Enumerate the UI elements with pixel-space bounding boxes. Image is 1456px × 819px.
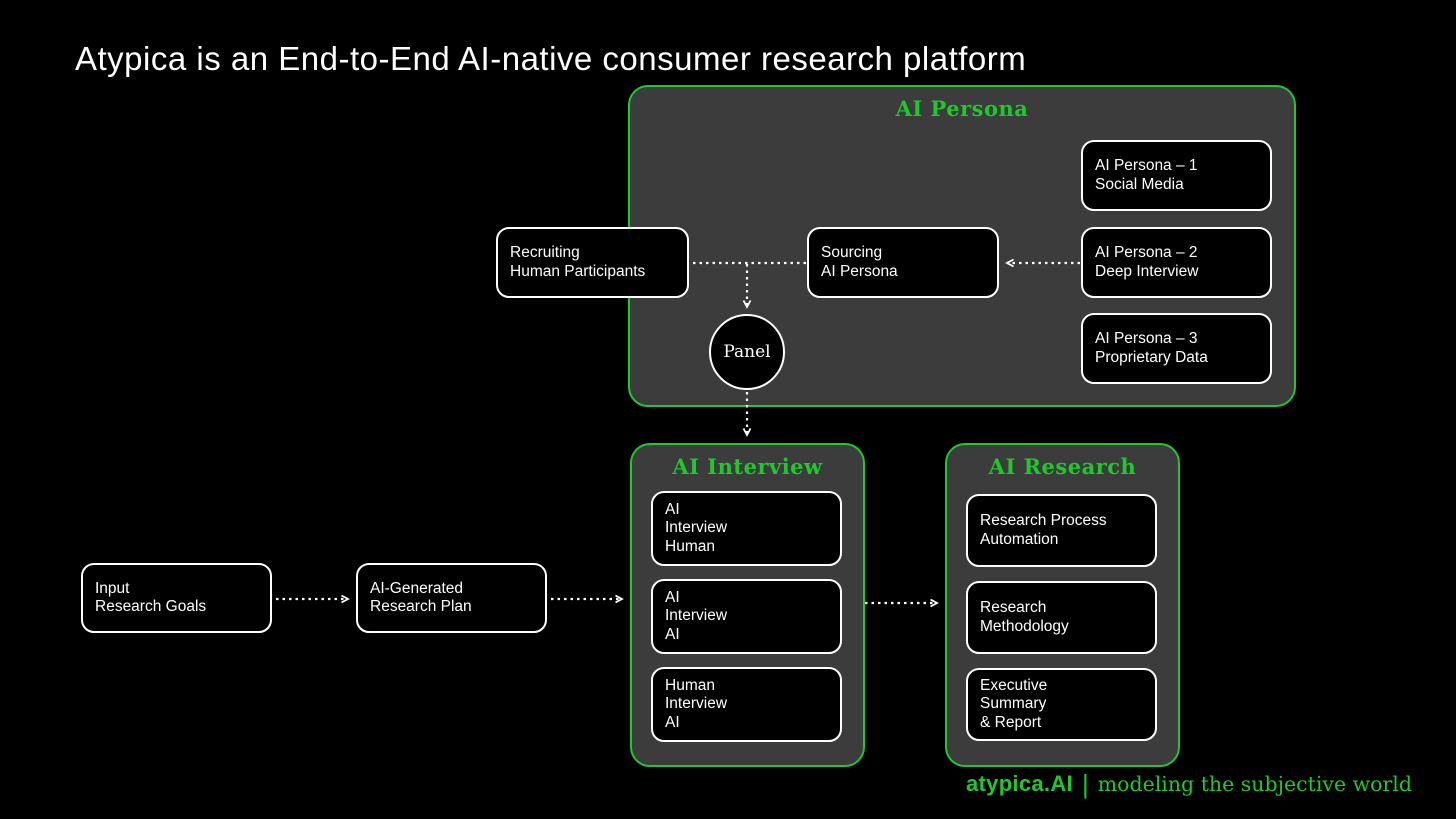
node-sourcing-ai-persona: Sourcing AI Persona bbox=[807, 227, 999, 298]
node-ai-persona-3-proprietary-data: AI Persona – 3 Proprietary Data bbox=[1081, 313, 1272, 384]
node-line: AI bbox=[665, 625, 680, 643]
node-line: Methodology bbox=[980, 617, 1069, 635]
node-line: Social Media bbox=[1095, 175, 1184, 193]
node-line: AI bbox=[665, 589, 680, 607]
brand-wordmark: atypica.AI bbox=[966, 771, 1073, 796]
node-ai-interview-ai: AI Interview AI bbox=[651, 579, 842, 654]
node-line: AI bbox=[665, 501, 680, 519]
node-ai-interview-human: AI Interview Human bbox=[651, 491, 842, 566]
ai-persona-title: AI Persona bbox=[895, 96, 1029, 121]
node-line: Research Process bbox=[980, 512, 1107, 530]
node-line: Executive bbox=[980, 677, 1048, 695]
node-line: Summary bbox=[980, 695, 1047, 713]
node-research-methodology: Research Methodology bbox=[966, 581, 1157, 654]
node-line: AI Persona – 1 bbox=[1095, 157, 1198, 175]
node-line: AI-Generated bbox=[370, 579, 464, 597]
node-line: Research bbox=[980, 599, 1047, 617]
node-line: Sourcing bbox=[821, 244, 883, 262]
node-ai-persona-2-deep-interview: AI Persona – 2 Deep Interview bbox=[1081, 227, 1272, 298]
node-ai-generated-research-plan: AI-Generated Research Plan bbox=[356, 563, 547, 633]
page-title: Atypica is an End-to-End AI-native consu… bbox=[75, 40, 1027, 77]
node-line: Recruiting bbox=[510, 244, 580, 262]
ai-interview-title: AI Interview bbox=[672, 454, 823, 479]
node-line: Human bbox=[665, 677, 715, 695]
node-line: Interview bbox=[665, 695, 728, 713]
node-line: AI bbox=[665, 713, 680, 731]
node-human-interview-ai: Human Interview AI bbox=[651, 667, 842, 742]
node-line: Proprietary Data bbox=[1095, 348, 1208, 366]
node-research-process-automation: Research Process Automation bbox=[966, 494, 1157, 567]
node-line: Research Goals bbox=[95, 598, 207, 615]
node-line: Deep Interview bbox=[1095, 262, 1199, 280]
panel-label: Panel bbox=[723, 342, 771, 362]
node-line: Automation bbox=[980, 530, 1059, 548]
brand-tagline: modeling the subjective world bbox=[1097, 772, 1412, 796]
brand-separator: | bbox=[1081, 769, 1089, 799]
node-line: AI Persona – 3 bbox=[1095, 330, 1198, 348]
node-line: & Report bbox=[980, 713, 1042, 731]
node-line: Human Participants bbox=[510, 262, 646, 280]
ai-research-title: AI Research bbox=[988, 454, 1137, 479]
node-line: Interview bbox=[665, 607, 728, 625]
node-line: AI Persona – 2 bbox=[1095, 244, 1198, 262]
node-line: Input bbox=[95, 579, 130, 597]
node-line: Human bbox=[665, 537, 715, 555]
node-panel-circle: Panel bbox=[709, 314, 785, 390]
node-input-research-goals: Input Research Goals bbox=[81, 563, 272, 633]
node-executive-summary-report: Executive Summary & Report bbox=[966, 668, 1157, 741]
node-line: Research Plan bbox=[370, 598, 472, 615]
brand-footer: atypica.AI | modeling the subjective wor… bbox=[966, 767, 1412, 799]
node-ai-persona-1-social-media: AI Persona – 1 Social Media bbox=[1081, 140, 1272, 211]
node-line: Interview bbox=[665, 519, 728, 537]
node-line: AI Persona bbox=[821, 262, 898, 280]
node-recruiting-human-participants: Recruiting Human Participants bbox=[496, 227, 689, 298]
